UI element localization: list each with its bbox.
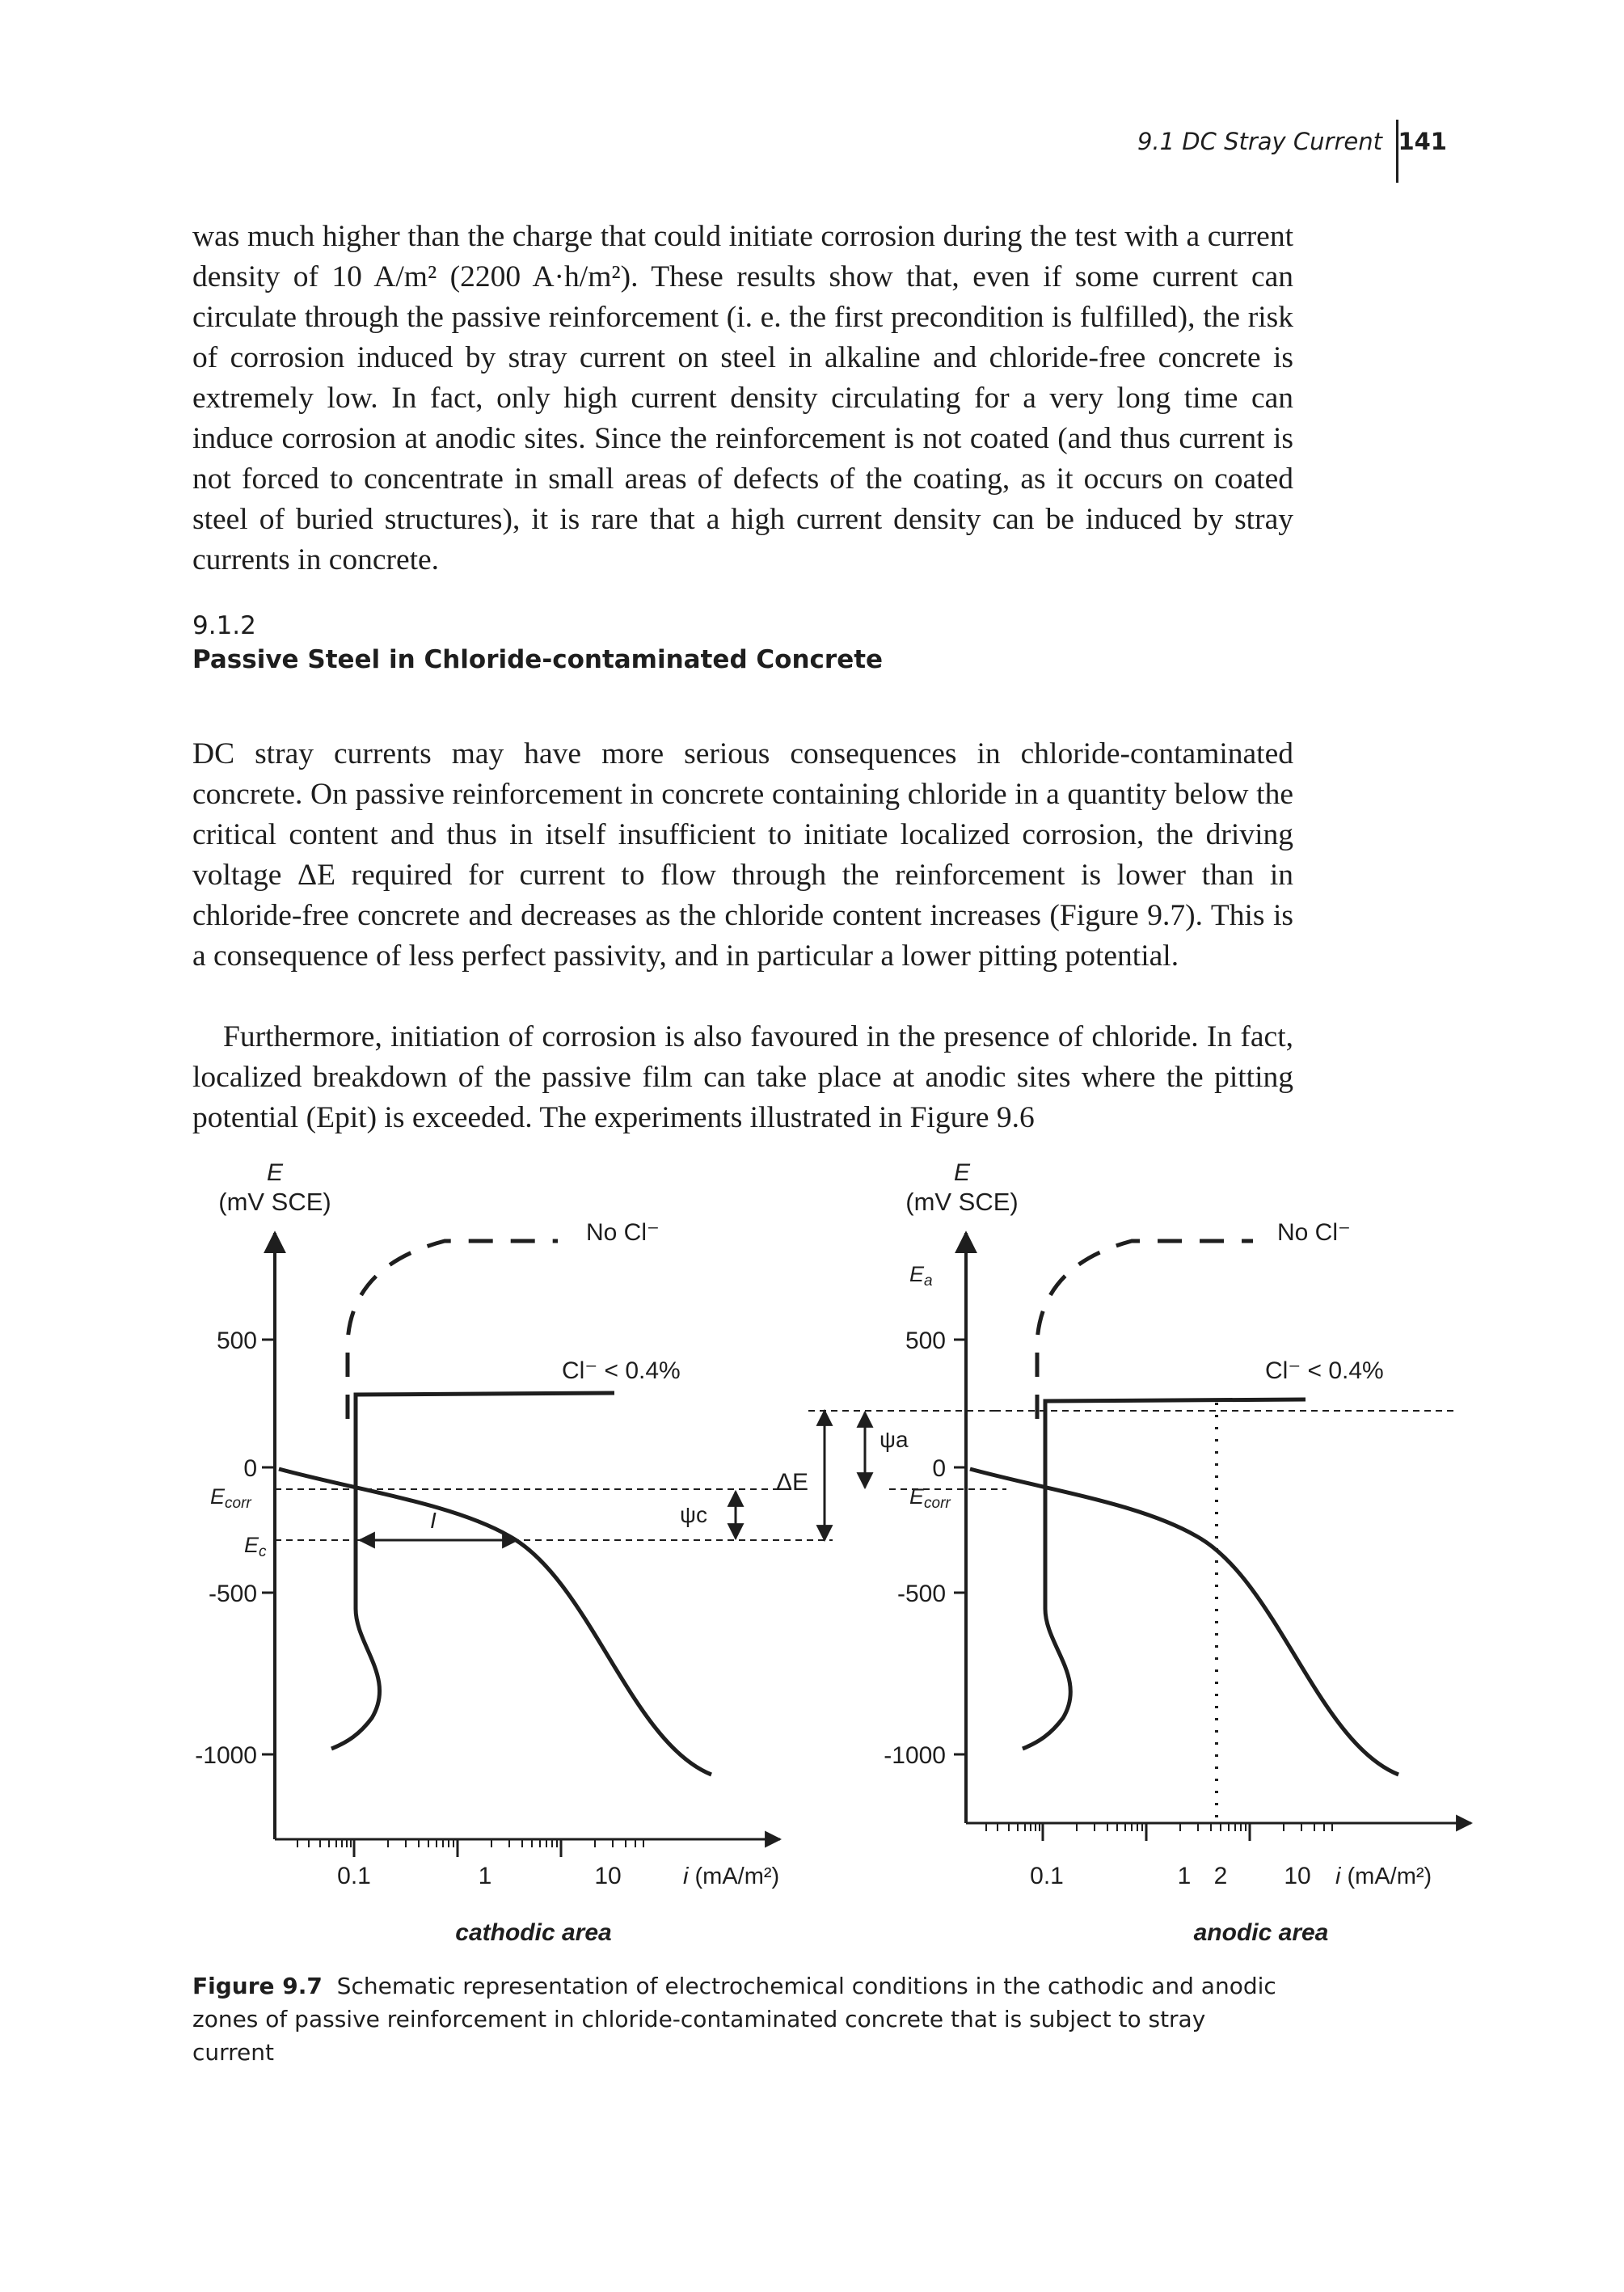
- body-paragraph-3: Furthermore, initiation of corrosion is …: [192, 1019, 1293, 1134]
- section-number: 9.1.2: [192, 611, 256, 640]
- right-curve-no-chloride: [1035, 1239, 1253, 1419]
- figure-caption: Figure 9.7 Schematic representation of e…: [192, 1969, 1292, 2069]
- right-e-a-label: Ea: [909, 1262, 933, 1290]
- body-paragraph-1: was much higher than the charge that cou…: [192, 219, 1293, 576]
- right-y-axis-symbol: E: [954, 1160, 971, 1186]
- left-x-tick-label: 1: [479, 1863, 492, 1889]
- left-label-no-chloride: No Cl⁻: [586, 1219, 660, 1246]
- right-x-tick-label: 10: [1284, 1863, 1310, 1889]
- right-x-tick-label: 0.1: [1030, 1863, 1064, 1889]
- right-x-axis-label: i (mA/m²): [1335, 1864, 1432, 1889]
- cathodic-area-label: cathodic area: [455, 1919, 611, 1946]
- figure-caption-label: Figure 9.7: [192, 1973, 323, 1999]
- right-x-tick-label: 2: [1214, 1863, 1228, 1889]
- header-rule: [1396, 120, 1398, 183]
- left-y-tick-label: -500: [209, 1581, 257, 1607]
- right-y-tick-label: -1000: [884, 1742, 946, 1769]
- figure-caption-text: Schematic representation of electrochemi…: [192, 1973, 1276, 2066]
- left-x-tick-label: 0.1: [337, 1863, 371, 1889]
- left-y-tick-label: 0: [243, 1455, 257, 1482]
- right-e-corr-label: Ecorr: [909, 1484, 951, 1512]
- right-curve-chloride: [1022, 1397, 1306, 1751]
- left-y-axis-symbol: E: [267, 1160, 284, 1186]
- body-paragraph-2: DC stray currents may have more serious …: [192, 737, 1293, 973]
- left-x-tick-label: 10: [594, 1863, 621, 1889]
- left-y-ticks: [262, 1338, 275, 1756]
- delta-e-label: ΔE: [776, 1469, 808, 1496]
- right-panel: E (mV SCE) Ea 500 0 -500 -1000 Ecorr ψa …: [856, 1160, 1474, 1946]
- right-x-ticks: [985, 1823, 1333, 1841]
- running-title: 9.1 DC Stray Current: [1137, 128, 1382, 155]
- delta-e-indicator: ΔE: [776, 1408, 994, 1543]
- right-label-no-chloride: No Cl⁻: [1277, 1219, 1351, 1246]
- left-curve-chloride: [331, 1391, 615, 1751]
- page-number: 141: [1398, 128, 1447, 155]
- right-y-axis-unit: (mV SCE): [905, 1188, 1019, 1216]
- psi-c-label: ψc: [680, 1502, 707, 1527]
- right-y-ticks: [954, 1338, 966, 1756]
- left-label-chloride: Cl⁻ < 0.4%: [562, 1357, 681, 1384]
- right-x-tick-label: 1: [1178, 1863, 1192, 1889]
- right-y-tick-label: 0: [932, 1455, 946, 1482]
- left-curve-no-chloride: [345, 1239, 558, 1419]
- running-header: 9.1 DC Stray Current 141: [889, 120, 1447, 192]
- left-e-c-label: Ec: [244, 1533, 267, 1560]
- right-y-tick-label: 500: [905, 1328, 946, 1354]
- left-y-tick-label: -1000: [195, 1742, 257, 1769]
- left-e-corr-label: Ecorr: [210, 1484, 251, 1512]
- left-x-axis-label: i (mA/m²): [683, 1864, 779, 1889]
- right-label-chloride: Cl⁻ < 0.4%: [1265, 1357, 1384, 1384]
- left-panel: E (mV SCE) 500 0 -500 -1000 Ecorr Ec No …: [195, 1160, 833, 1946]
- left-y-axis-unit: (mV SCE): [218, 1188, 331, 1216]
- left-current-label: I: [430, 1508, 437, 1533]
- figure-9-7: E (mV SCE) 500 0 -500 -1000 Ecorr Ec No …: [195, 1160, 1474, 1946]
- left-y-tick-label: 500: [217, 1328, 257, 1354]
- anodic-area-label: anodic area: [1194, 1919, 1329, 1946]
- psi-a-label: ψa: [879, 1427, 909, 1452]
- left-x-ticks: [297, 1839, 644, 1857]
- right-polarisation-curve: [969, 1467, 1399, 1777]
- section-title: Passive Steel in Chloride-contaminated C…: [192, 645, 884, 674]
- right-y-tick-label: -500: [897, 1581, 946, 1607]
- left-polarisation-curve: [278, 1467, 712, 1777]
